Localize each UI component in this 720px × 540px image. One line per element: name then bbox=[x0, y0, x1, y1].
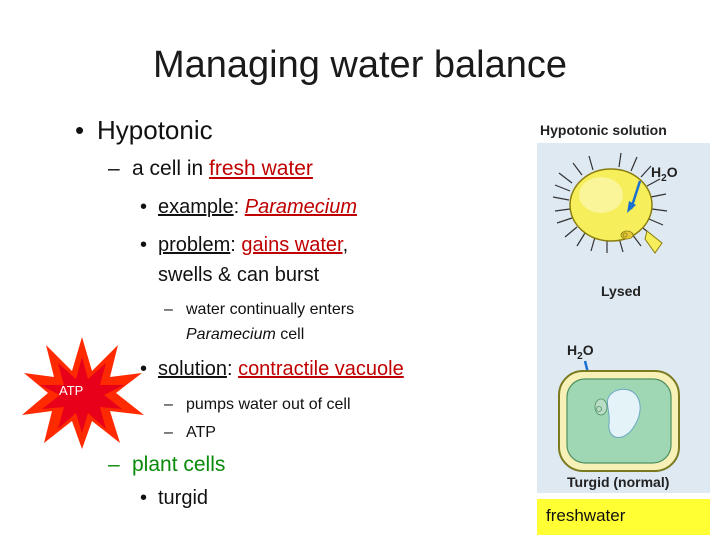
solution-colon: : bbox=[226, 358, 239, 380]
turgid-text: turgid bbox=[158, 487, 209, 509]
bullet-example: • example: Paramecium bbox=[140, 196, 357, 219]
bullet-cell-in-fresh-water: –a cell in fresh water bbox=[108, 157, 313, 181]
dash-marker: – bbox=[108, 453, 120, 476]
atp-sub-text: ATP bbox=[186, 424, 216, 441]
dash-marker: – bbox=[164, 396, 173, 413]
lysed-cell-icon bbox=[552, 152, 668, 254]
freshwater-caption-box bbox=[537, 499, 710, 535]
starburst-inner bbox=[40, 357, 124, 433]
bullet-problem: • problem: gains water, bbox=[140, 234, 348, 257]
sub-pumps-water: –pumps water out of cell bbox=[164, 396, 351, 414]
problem-colon: : bbox=[230, 234, 242, 256]
h2o-mid-h: H bbox=[567, 342, 577, 358]
bullet-dot: • bbox=[140, 196, 148, 218]
paramecium-italic: Paramecium bbox=[186, 326, 276, 343]
bullet-turgid: • turgid bbox=[140, 487, 208, 510]
h2o-mid-2: 2 bbox=[577, 351, 583, 362]
atp-starburst-icon bbox=[22, 337, 144, 449]
turgid-label: Turgid (normal) bbox=[567, 474, 669, 490]
bullet-dot: • bbox=[75, 115, 85, 145]
sub-water-enters-cont: Paramecium cell bbox=[186, 326, 304, 344]
pumps-text: pumps water out of cell bbox=[186, 396, 351, 413]
lysed-label: Lysed bbox=[601, 283, 641, 299]
bullet-dot: • bbox=[140, 358, 148, 380]
paramecium-text: Paramecium bbox=[244, 196, 357, 218]
plant-cells-text: plant cells bbox=[132, 453, 226, 476]
atp-label: ATP bbox=[59, 383, 84, 398]
bullet-hypotonic: • Hypotonic bbox=[75, 115, 213, 146]
contractile-vacuole-text: contractile vacuole bbox=[238, 358, 404, 380]
bullet-hypotonic-text: Hypotonic bbox=[97, 115, 213, 145]
bullet-solution: • solution: contractile vacuole bbox=[140, 358, 404, 381]
h2o-top-2: 2 bbox=[661, 173, 667, 184]
cell-rest-text: cell bbox=[275, 326, 305, 343]
h2o-mid-label: H2O bbox=[567, 342, 594, 362]
problem-continuation: swells & can burst bbox=[158, 264, 320, 286]
cell-diagrams-illustration: H2O Lysed H2O Turgid (normal) bbox=[552, 152, 680, 490]
h2o-mid-o: O bbox=[583, 342, 594, 358]
dash-marker: – bbox=[108, 157, 120, 180]
freshwater-caption: freshwater bbox=[546, 506, 626, 525]
h2o-top-o: O bbox=[667, 164, 678, 180]
h2o-top-label: H2O bbox=[651, 164, 678, 184]
bullet-dot: • bbox=[140, 234, 148, 256]
example-colon: : bbox=[233, 196, 245, 218]
slide-title: Managing water balance bbox=[152, 44, 568, 86]
solution-label: solution bbox=[158, 358, 227, 380]
fresh-water-text: fresh water bbox=[209, 157, 313, 180]
h2o-top-h: H bbox=[651, 164, 661, 180]
example-label: example bbox=[158, 196, 234, 218]
bullet-plant-cells: –plant cells bbox=[108, 453, 225, 477]
figure-title: Hypotonic solution bbox=[540, 122, 667, 138]
dash-marker: – bbox=[164, 424, 173, 441]
bullet-dot: • bbox=[140, 487, 148, 509]
dash-marker: – bbox=[164, 301, 173, 318]
gains-water-text: gains water bbox=[241, 234, 343, 256]
cell-prefix-text: a cell in bbox=[132, 157, 210, 180]
problem-label: problem bbox=[158, 234, 231, 256]
water-enters-text: water continually enters bbox=[186, 301, 355, 318]
problem-rest: , bbox=[342, 234, 349, 256]
turgid-cell-icon bbox=[558, 370, 680, 472]
sub-atp: –ATP bbox=[164, 424, 216, 442]
sub-water-enters: –water continually enters bbox=[164, 301, 354, 319]
